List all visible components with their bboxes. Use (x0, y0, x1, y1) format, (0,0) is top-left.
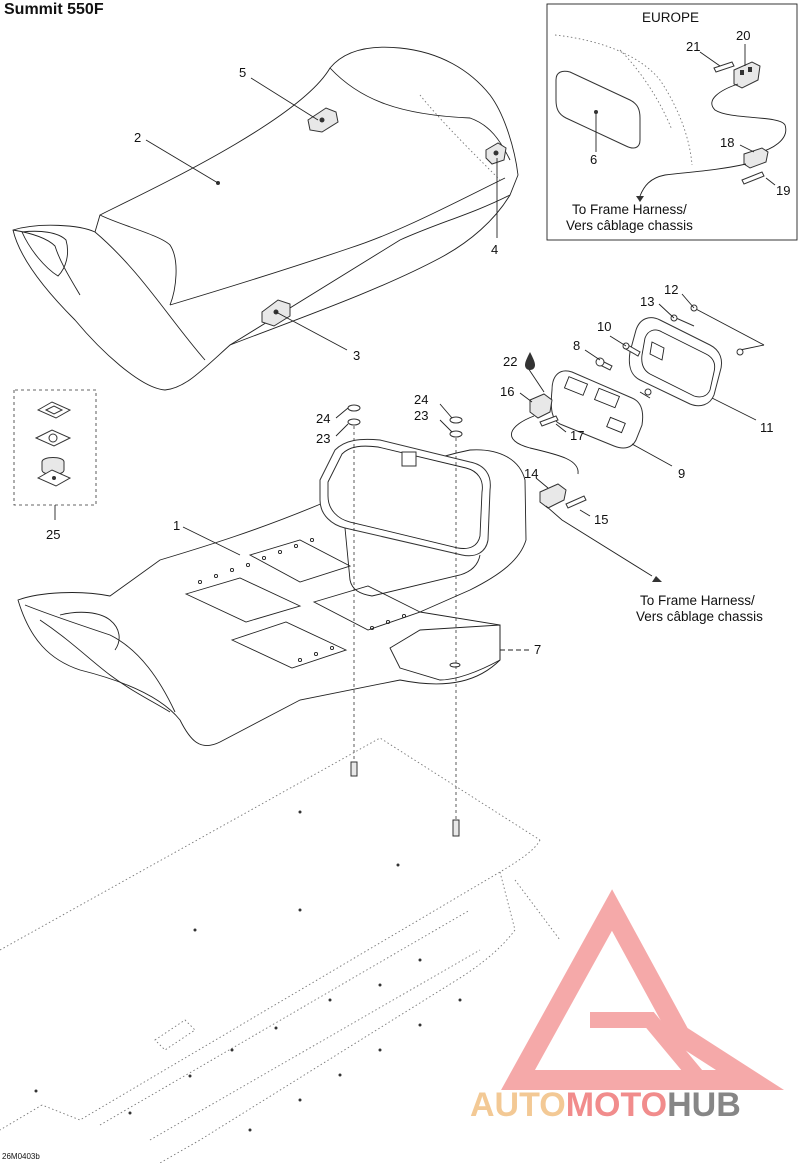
callout-8: 8 (573, 338, 580, 353)
callout-12: 12 (664, 282, 678, 297)
callout-16: 16 (500, 384, 514, 399)
taillight-assembly (550, 293, 765, 467)
tunnel-part (17, 438, 530, 747)
rivet-row (197, 537, 407, 663)
callout-25: 25 (46, 527, 60, 542)
callout-22: 22 (503, 354, 517, 369)
callout-23b: 23 (414, 408, 428, 423)
automotohub-logo: AUTOMOTOHUB (470, 889, 785, 1124)
callout-3: 3 (353, 348, 360, 363)
callout-10: 10 (597, 319, 611, 334)
harness-note-line1: To Frame Harness/ (640, 593, 755, 608)
europe-heading: EUROPE (642, 10, 699, 25)
callout-14: 14 (524, 466, 538, 481)
brand-auto: AUTO (470, 1086, 566, 1124)
europe-harness-line2: Vers câblage chassis (566, 218, 693, 233)
callout-2: 2 (134, 130, 141, 145)
fastener-23-24-left (335, 404, 361, 777)
drawing-code: 26M0403b (2, 1152, 40, 1161)
callout-18: 18 (720, 135, 734, 150)
kit-25-box (13, 389, 97, 520)
callout-1: 1 (173, 518, 180, 533)
bracket-4 (485, 142, 507, 165)
frame-tunnel (0, 737, 561, 1163)
fastener-23-24-right (439, 403, 463, 837)
callout-7: 7 (534, 642, 541, 657)
bracket-3 (261, 299, 291, 327)
callout-17: 17 (570, 428, 584, 443)
diagram-title: Summit 550F (4, 1, 104, 18)
europe-harness-line1: To Frame Harness/ (572, 202, 687, 217)
seat-part (12, 46, 519, 391)
callout-24b: 24 (414, 392, 428, 407)
callout-13: 13 (640, 294, 654, 309)
brand-hub: HUB (667, 1086, 741, 1124)
callout-11: 11 (760, 420, 774, 435)
callout-6: 6 (590, 152, 597, 167)
callout-21: 21 (686, 39, 700, 54)
harness-note-line2: Vers câblage chassis (636, 609, 763, 624)
callout-labels: 2 5 4 3 6 21 20 18 19 12 13 10 8 22 16 1… (46, 28, 790, 657)
bracket-5 (307, 107, 339, 133)
europe-inset (546, 3, 798, 241)
connector-16 (510, 367, 579, 475)
callout-19: 19 (776, 183, 790, 198)
svg-text:AUTOMOTOHUB: AUTOMOTOHUB (470, 1086, 741, 1124)
callout-20: 20 (736, 28, 750, 43)
connector-14 (535, 477, 662, 582)
callout-15: 15 (594, 512, 608, 527)
callout-24a: 24 (316, 411, 330, 426)
callout-4: 4 (491, 242, 498, 257)
callout-9: 9 (678, 466, 685, 481)
brand-moto: MOTO (566, 1086, 667, 1124)
droplet-icon (525, 352, 535, 370)
callout-23a: 23 (316, 431, 330, 446)
callout-5: 5 (239, 65, 246, 80)
